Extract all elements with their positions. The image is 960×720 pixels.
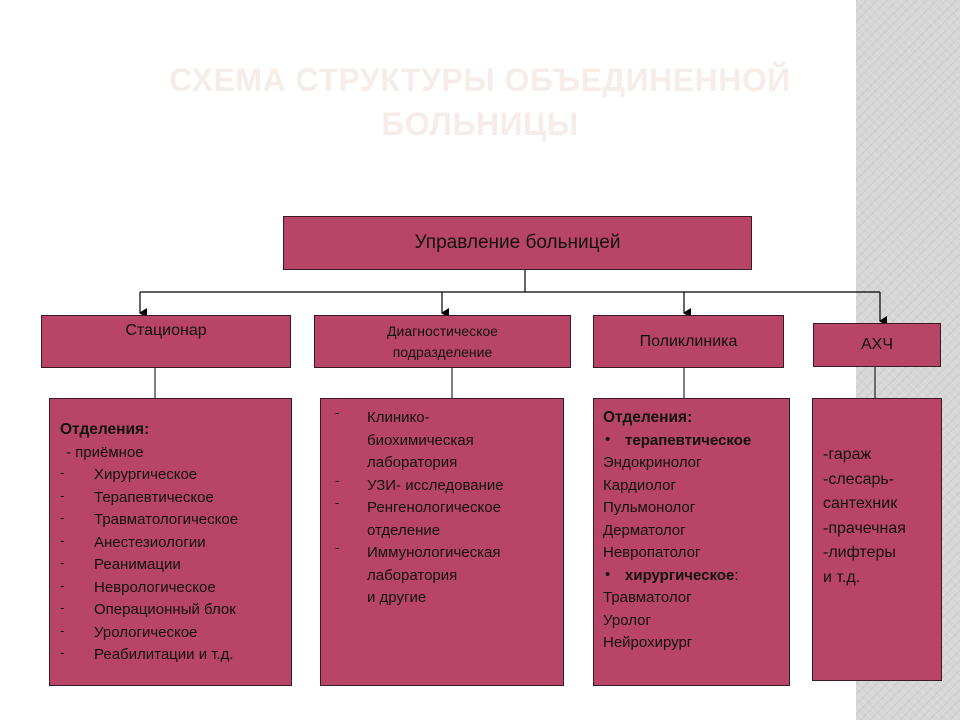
list-item: - Клинико- биохимическая лаборатория (335, 405, 474, 471)
list-item: -прачечная (823, 519, 906, 537)
list-item: -гараж (823, 446, 872, 463)
list-item: Кардиолог (603, 476, 676, 494)
list-item: -слесарь- (823, 470, 895, 488)
polyclinic-group-therapeutic: •терапевтическое (603, 430, 789, 453)
list-item: - Иммунологическая лаборатория (335, 540, 501, 584)
polyclinic-group-surgical: •хирургическое: (603, 565, 789, 588)
polyclinic-detail-box: Отделения: •терапевтическое Эндокринолог… (593, 398, 790, 686)
ahch-header-box: АХЧ (813, 323, 941, 367)
polyclinic-subtitle: Отделения: (603, 409, 693, 426)
list-item: - Ренгенологическое отделение (335, 495, 501, 539)
bullet-icon: • (605, 565, 611, 583)
list-item: -Травматологическое (60, 510, 239, 528)
diagnostic-header-line1: Диагностическое (387, 322, 498, 339)
hospital-management-box: Управление больницей (283, 216, 752, 270)
list-item: -лифтеры (823, 544, 896, 561)
list-item: - УЗИ- исследование (335, 472, 504, 494)
list-item: Пульмонолог (603, 499, 696, 516)
hospital-management-label: Управление больницей (414, 232, 621, 253)
list-item: Дерматолог (603, 521, 686, 539)
list-item: и т.д. (823, 568, 861, 586)
diagnostic-header-box: Диагностическое подразделение (314, 315, 571, 368)
list-item: -Операционный блок (60, 600, 236, 618)
polyclinic-header-box: Поликлиника (593, 315, 784, 368)
list-item: Травматолог (603, 589, 692, 606)
bullet-icon: • (605, 430, 611, 448)
ahch-detail-box: -гараж -слесарь- сантехник -прачечная -л… (812, 398, 942, 681)
stacionar-subtitle: Отделения: (60, 421, 150, 438)
list-item: Эндокринолог (603, 454, 702, 471)
ahch-header-label: АХЧ (860, 336, 893, 353)
diagnostic-tail: и другие (367, 589, 427, 606)
list-item: Уролог (603, 611, 651, 629)
stacionar-first-item: - приёмное (66, 443, 144, 461)
list-item: -Реанимации (60, 555, 181, 573)
list-item: -Реабилитации и т.д. (60, 645, 234, 663)
stacionar-header-box: Стационар (41, 315, 291, 368)
diagnostic-detail-box: - Клинико- биохимическая лаборатория - У… (320, 398, 564, 686)
list-item: сантехник (823, 495, 898, 512)
stacionar-detail-box: Отделения: - приёмное -Хирургическое -Те… (49, 398, 292, 686)
diagnostic-header-line2: подразделение (392, 343, 493, 360)
stacionar-header-label: Стационар (125, 322, 207, 339)
slide-title: СХЕМА СТРУКТУРЫ ОБЪЕДИНЕННОЙ БОЛЬНИЦЫ (169, 62, 791, 142)
list-item: Нейрохирург (603, 634, 693, 651)
list-item: -Хирургическое (60, 465, 198, 483)
list-item: -Анестезиологии (60, 532, 206, 551)
list-item: -Неврологическое (60, 577, 216, 596)
list-item: -Терапевтическое (60, 487, 214, 506)
list-item: Невропатолог (603, 544, 701, 561)
polyclinic-header-label: Поликлиника (639, 332, 738, 350)
list-item: -Урологическое (60, 622, 198, 641)
